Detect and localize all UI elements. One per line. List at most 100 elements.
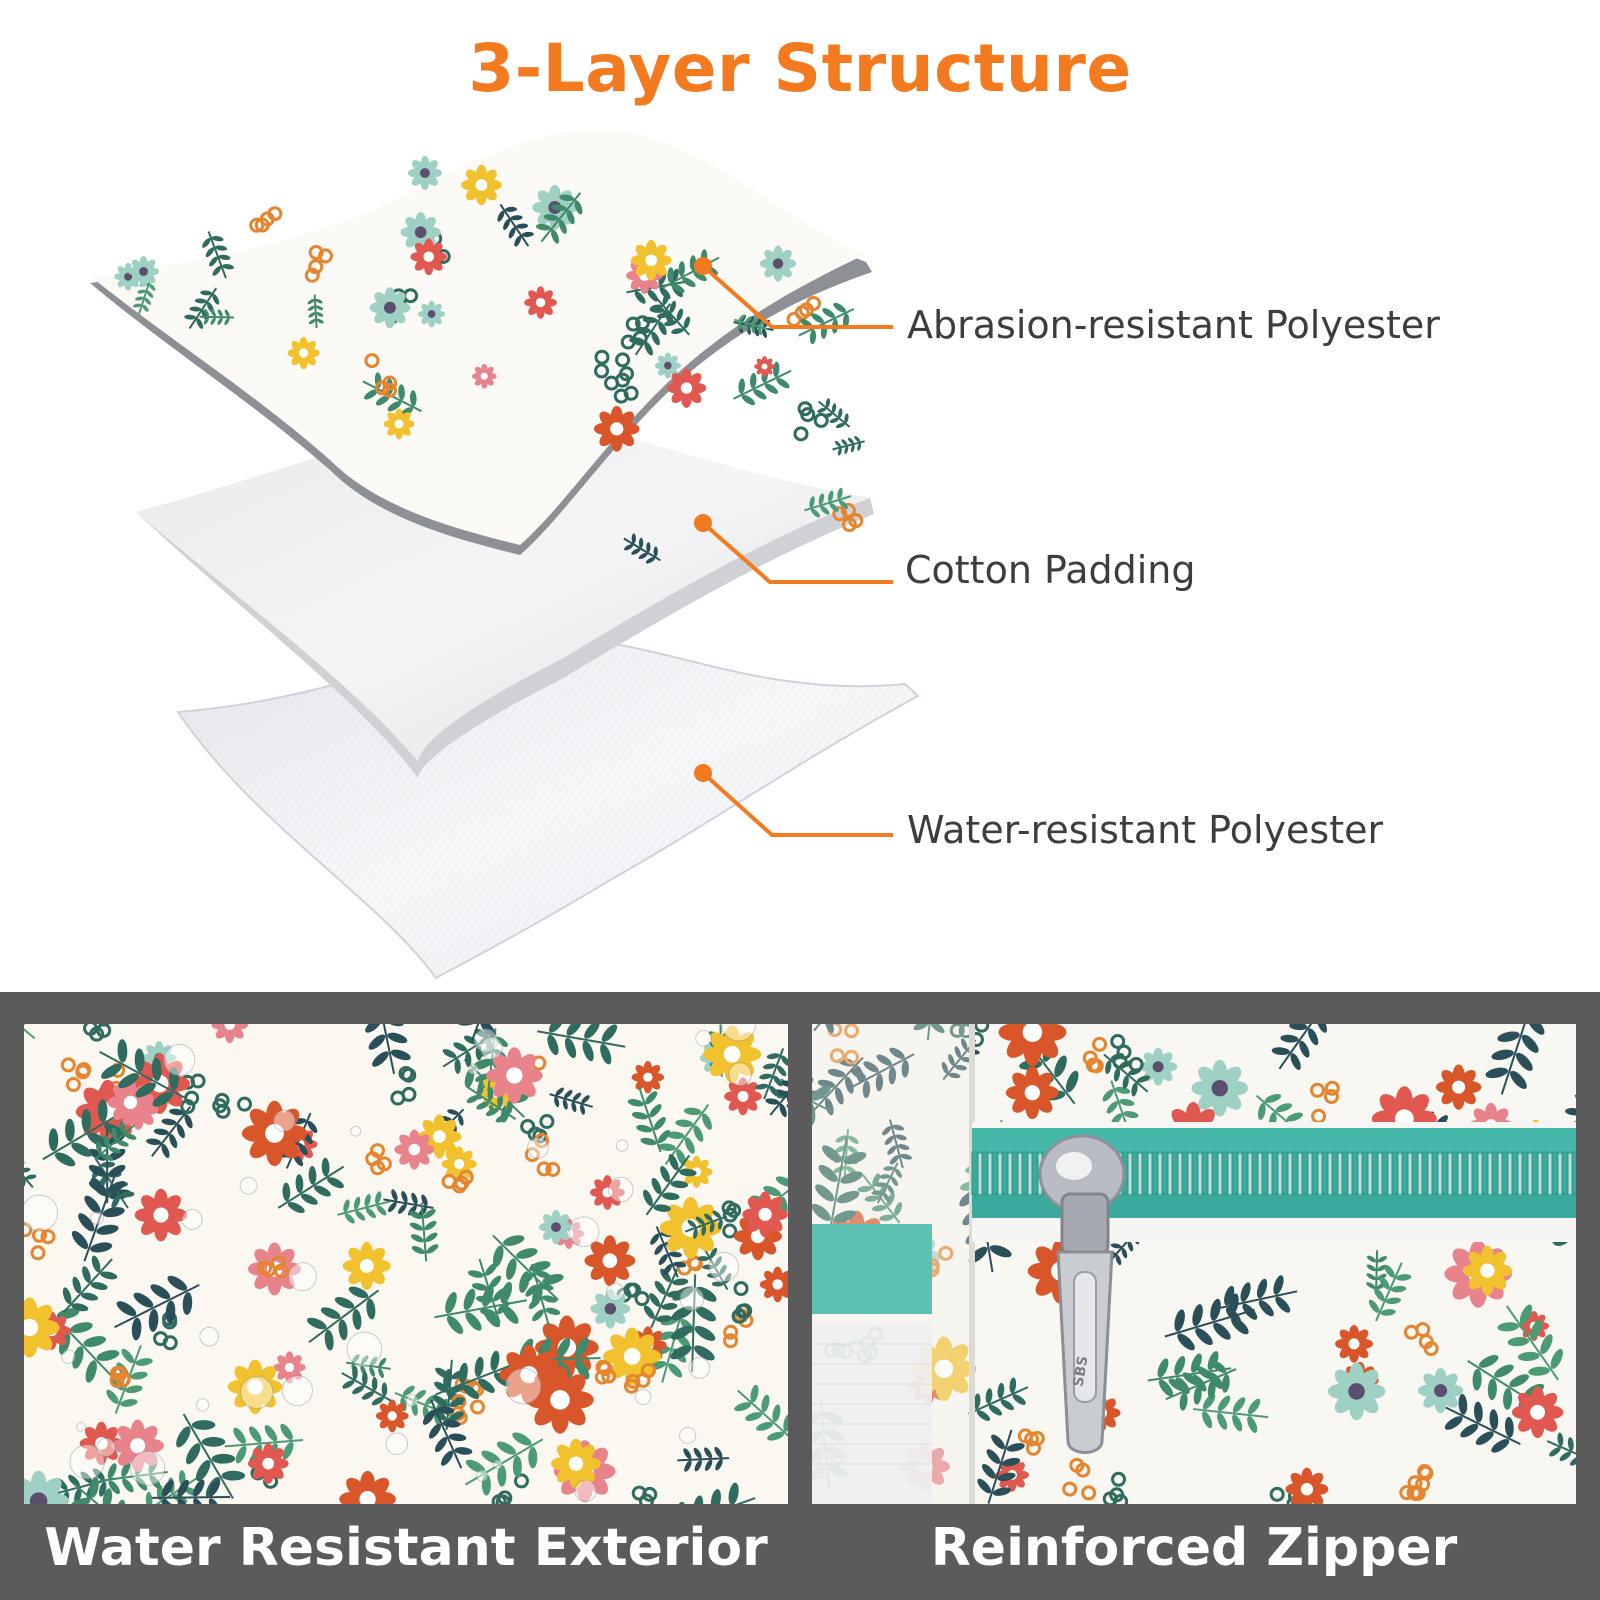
leader-line-2 [694, 514, 893, 584]
flower-icon [211, 1024, 248, 1044]
berry-icon [1082, 1036, 1108, 1074]
water-droplet-icon [679, 1286, 705, 1312]
berry-icon [304, 244, 333, 283]
flower-icon [724, 1077, 762, 1116]
flower-icon [471, 363, 497, 389]
leaf-icon [42, 1099, 126, 1167]
flower-icon [654, 352, 681, 379]
flower-icon [593, 406, 640, 452]
berry-icon [153, 1311, 178, 1351]
leaf-icon [871, 1162, 902, 1204]
water-resistant-exterior-image [24, 1024, 788, 1504]
water-droplet-icon [721, 1024, 757, 1042]
leaf-icon [643, 1266, 689, 1329]
berry-icon [441, 1169, 474, 1194]
leaf-icon [967, 1377, 1029, 1421]
water-droplet-icon [273, 1109, 296, 1133]
water-droplet-icon [688, 1356, 711, 1379]
flower-icon [375, 1399, 409, 1433]
leaf-icon [832, 435, 865, 456]
leaf-icon [224, 1423, 304, 1464]
water-droplet-icon [493, 1459, 503, 1470]
water-droplet-icon [615, 1139, 629, 1152]
berry-icon [257, 1255, 289, 1279]
water-droplet-icon [574, 1479, 597, 1503]
berry-icon [1062, 1457, 1097, 1501]
berry-icon [1403, 1322, 1439, 1357]
water-droplet-icon [195, 1398, 210, 1412]
leaf-icon [755, 1047, 788, 1100]
water-droplet-icon [287, 1262, 317, 1292]
berry-icon [60, 1057, 92, 1093]
flower-icon [590, 1288, 631, 1329]
flower-icon [342, 1241, 391, 1290]
berry-icon [594, 1359, 617, 1385]
leaf-icon [1164, 1293, 1255, 1351]
berry-icon [1017, 1428, 1045, 1456]
leaf-icon [697, 1246, 732, 1291]
leaf-icon [199, 309, 234, 326]
flower-icon [524, 286, 557, 319]
leaf-icon [798, 302, 855, 345]
leaf-icon [643, 1154, 697, 1216]
leaf-icon [535, 192, 583, 244]
leaf-icon [202, 231, 234, 279]
leaf-icon [629, 303, 674, 356]
leaf-icon [1165, 1360, 1237, 1411]
leaf-icon [913, 1024, 945, 1041]
leaf-icon [307, 294, 324, 329]
zipper-pull-icon[interactable]: SBS [1038, 1134, 1126, 1454]
leaf-icon [857, 1173, 903, 1224]
leaf-icon [1497, 1304, 1563, 1381]
berry-icon [604, 366, 639, 404]
flower-icon [461, 164, 502, 206]
leaf-icon [94, 1121, 137, 1161]
leaf-icon [457, 1024, 504, 1042]
water-droplet-icon [350, 1125, 362, 1137]
water-droplet-icon [634, 1388, 652, 1406]
berry-icon [212, 1092, 253, 1119]
water-droplet-icon [61, 1349, 76, 1364]
flower-icon [410, 238, 448, 276]
flower-icon [394, 1129, 435, 1170]
berry-icon [249, 206, 283, 233]
flower-icon [111, 1419, 164, 1472]
leaf-icon [492, 1234, 564, 1306]
berry-icon [365, 1143, 392, 1176]
leaf-icon [365, 1024, 411, 1075]
leaf-icon [99, 1039, 187, 1107]
flower-icon [759, 1266, 788, 1303]
berry-icon [82, 1024, 112, 1042]
flower-icon [339, 1470, 396, 1504]
leaf-icon [812, 1136, 867, 1235]
water-droplet-icon [129, 1450, 166, 1486]
water-droplet-icon [527, 1137, 549, 1159]
leaf-icon [409, 1202, 439, 1262]
water-droplet-icon [708, 1251, 740, 1283]
flower-icon [1462, 1245, 1513, 1296]
flower-icon [24, 1297, 60, 1358]
leaf-icon [812, 1068, 834, 1126]
leaf-icon [882, 1119, 912, 1169]
leaf-icon [1546, 1432, 1576, 1466]
leaf-icon [466, 1080, 517, 1123]
flower-icon [79, 1421, 124, 1466]
layer-label-abrasion: Abrasion-resistant Polyester [907, 303, 1440, 347]
berry-icon [179, 1073, 206, 1115]
flower-icon [703, 1025, 762, 1084]
flower-icon [1417, 1367, 1464, 1414]
flower-icon [590, 1175, 625, 1210]
water-droplet-icon [505, 1367, 542, 1405]
flower-icon [1191, 1059, 1249, 1117]
water-droplet-icon [24, 1194, 59, 1232]
caption-reinforced-zipper: Reinforced Zipper [930, 1518, 1458, 1578]
flower-icon [1285, 1467, 1329, 1504]
flower-icon [486, 1047, 543, 1104]
water-droplet-icon [605, 1282, 625, 1302]
leaf-icon [70, 1476, 142, 1504]
water-droplet-icon [385, 1432, 409, 1455]
berry-icon [109, 1365, 131, 1388]
leaf-icon [1103, 1053, 1151, 1097]
leaf-icon [146, 1106, 193, 1159]
leaf-icon [1271, 1024, 1327, 1070]
